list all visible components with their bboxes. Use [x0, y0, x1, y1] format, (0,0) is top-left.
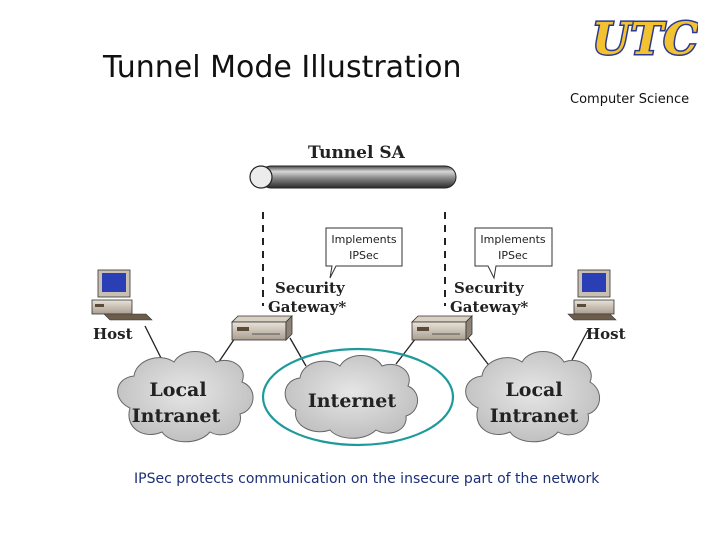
gateway-left-label-1: Security [275, 279, 346, 297]
cloud-local-right: Local Intranet [465, 351, 600, 443]
callout-left-line1: Implements [331, 233, 397, 246]
tunnel-pipe [249, 165, 457, 189]
department-label: Computer Science [570, 92, 690, 107]
gateway-right-label-2: Gateway* [450, 298, 528, 316]
cloud-internet-label: Internet [308, 390, 396, 412]
host-computer-right [567, 269, 617, 321]
logo-text: UTC [592, 14, 698, 62]
host-right-label: Host [586, 325, 626, 343]
gateway-left-label-2: Gateway* [268, 298, 346, 316]
tunnel-sa-label: Tunnel SA [308, 143, 406, 163]
callout-right: Implements IPSec [474, 227, 553, 280]
host-computer-left [91, 269, 153, 321]
cloud-internet: Internet [284, 355, 418, 439]
gateway-right-label-1: Security [454, 279, 525, 297]
callout-right-line1: Implements [480, 233, 546, 246]
utc-logo: UTC [591, 13, 699, 63]
cloud-right-label-2: Intranet [490, 405, 579, 427]
cloud-right-label-1: Local [505, 379, 562, 401]
slide-title: Tunnel Mode Illustration [103, 50, 462, 85]
cloud-left-label-2: Intranet [132, 405, 221, 427]
internet-highlight-ellipse [261, 347, 455, 447]
callout-left: Implements IPSec [325, 227, 403, 279]
cloud-local-left: Local Intranet [117, 351, 254, 443]
host-left-label: Host [93, 325, 133, 343]
slide-caption: IPSec protects communication on the inse… [134, 471, 600, 487]
gateway-device-right [411, 315, 473, 341]
cloud-left-label-1: Local [149, 379, 206, 401]
callout-right-line2: IPSec [498, 249, 528, 262]
gateway-device-left [231, 315, 293, 341]
callout-left-line2: IPSec [349, 249, 379, 262]
